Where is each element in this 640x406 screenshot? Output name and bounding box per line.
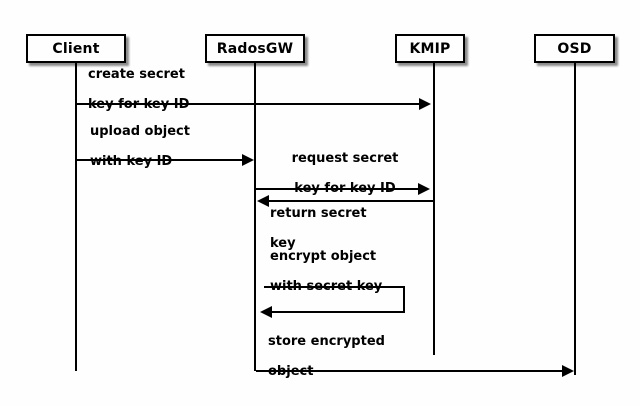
message-2-line-1: upload object — [90, 124, 190, 139]
message-5-arrowhead — [260, 306, 272, 318]
participant-label-client: Client — [52, 40, 100, 57]
message-6-line-1: store encrypted — [268, 334, 385, 349]
lifeline-osd — [574, 63, 576, 375]
lifeline-kmip — [433, 63, 435, 355]
message-1-arrow-line — [76, 103, 419, 105]
message-2-line-2: with key ID — [90, 154, 173, 169]
message-2-arrowhead — [242, 154, 254, 166]
message-3-arrow-line — [256, 188, 418, 190]
participant-label-radosgw: RadosGW — [216, 40, 294, 57]
message-3-line-1: request secret — [291, 151, 399, 166]
message-4-label: return secret key — [270, 206, 367, 251]
participant-box-client: Client — [26, 34, 126, 63]
message-3-arrowhead — [418, 183, 430, 195]
message-5-selfloop-top — [264, 286, 405, 288]
message-4-arrowhead — [257, 195, 269, 207]
message-5-selfloop-bottom — [272, 311, 405, 313]
message-5-line-1: encrypt object — [270, 249, 377, 264]
participant-box-radosgw: RadosGW — [205, 34, 305, 63]
message-6-arrowhead — [562, 365, 574, 377]
message-2-label: upload object with key ID — [90, 124, 190, 169]
lifeline-radosgw — [254, 63, 256, 371]
message-2-arrow-line — [76, 159, 242, 161]
message-4-line-1: return secret — [270, 206, 367, 221]
message-5-selfloop-right — [403, 286, 405, 313]
message-1-line-1: create secret — [88, 67, 185, 82]
message-4-arrow-line — [269, 200, 434, 202]
participant-label-osd: OSD — [557, 40, 592, 57]
participant-box-kmip: KMIP — [395, 34, 465, 63]
participant-label-kmip: KMIP — [409, 40, 451, 57]
message-6-label: store encrypted object — [268, 334, 385, 379]
participant-box-osd: OSD — [534, 34, 615, 63]
message-1-arrowhead — [419, 98, 431, 110]
lifeline-client — [75, 63, 77, 371]
message-6-arrow-line — [256, 370, 562, 372]
message-1-label: create secret key for key ID — [88, 67, 189, 112]
message-4-line-2: key — [270, 236, 296, 251]
